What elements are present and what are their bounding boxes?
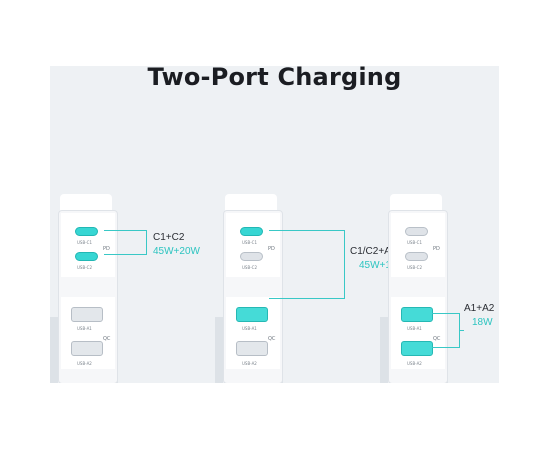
usb-c1-port	[405, 227, 428, 236]
left-prong	[215, 317, 223, 383]
usb-c1-port	[240, 227, 263, 236]
usb-c-plate	[61, 213, 115, 277]
pd-label: PD	[433, 246, 440, 252]
usb-c2-label: USB-C2	[407, 265, 422, 270]
charger-c1c2-a1a2: USB-C1 PD USB-C2 USB-A1 QC USB-A2 C1/C2+…	[215, 194, 411, 383]
usb-c-plate	[391, 213, 445, 277]
page-title: Two-Port Charging	[147, 66, 402, 91]
caption-combo: A1+A2	[464, 303, 495, 314]
product-image-panel: Two-Port Charging USB-C1 PD USB-C2 USB-A…	[50, 66, 499, 383]
usb-c1-label: USB-C1	[77, 240, 92, 245]
charger-body: USB-C1 PD USB-C2 USB-A1 QC USB-A2	[388, 210, 448, 383]
usb-a1-label: USB-A1	[77, 326, 92, 331]
charger-cap	[225, 194, 277, 214]
caption-combo: C1+C2	[153, 232, 185, 243]
usb-c2-port	[240, 252, 263, 261]
charger-body: USB-C1 PD USB-C2 USB-A1 QC USB-A2	[58, 210, 118, 383]
qc-label: QC	[103, 336, 111, 342]
usb-c1-label: USB-C1	[242, 240, 257, 245]
caption-combo: C1/C2+A1/A2	[350, 246, 412, 257]
usb-a1-port	[236, 307, 268, 322]
usb-a2-label: USB-A2	[407, 361, 422, 366]
highlight-bracket	[269, 230, 345, 299]
usb-a2-port	[236, 341, 268, 356]
charger-cap	[390, 194, 442, 214]
usb-a1-port	[401, 307, 433, 322]
highlight-connector	[460, 330, 464, 331]
usb-c2-label: USB-C2	[77, 265, 92, 270]
charger-cap	[60, 194, 112, 214]
caption-power: 18W	[472, 317, 493, 328]
left-prong	[380, 317, 388, 383]
usb-a1-label: USB-A1	[407, 326, 422, 331]
highlight-bracket	[432, 313, 460, 348]
qc-label: QC	[268, 336, 276, 342]
caption-power: 45W+18W	[359, 260, 406, 271]
usb-c2-label: USB-C2	[242, 265, 257, 270]
charger-a1-a2: USB-C1 PD USB-C2 USB-A1 QC USB-A2 A1+A2 …	[380, 194, 494, 383]
usb-c1-port	[75, 227, 98, 236]
caption-power: 45W+20W	[153, 246, 200, 257]
charger-c1-c2: USB-C1 PD USB-C2 USB-A1 QC USB-A2 C1+C2 …	[50, 194, 200, 383]
usb-c2-port	[75, 252, 98, 261]
usb-a2-label: USB-A2	[242, 361, 257, 366]
usb-a1-port	[71, 307, 103, 322]
usb-c-plate	[226, 213, 280, 277]
usb-a1-label: USB-A1	[242, 326, 257, 331]
usb-a2-label: USB-A2	[77, 361, 92, 366]
usb-a2-port	[401, 341, 433, 356]
usb-c2-port	[405, 252, 428, 261]
qc-label: QC	[433, 336, 441, 342]
left-prong	[50, 317, 58, 383]
usb-c1-label: USB-C1	[407, 240, 422, 245]
pd-label: PD	[103, 246, 110, 252]
charger-body: USB-C1 PD USB-C2 USB-A1 QC USB-A2	[223, 210, 283, 383]
pd-label: PD	[268, 246, 275, 252]
usb-a2-port	[71, 341, 103, 356]
highlight-bracket	[104, 230, 147, 255]
